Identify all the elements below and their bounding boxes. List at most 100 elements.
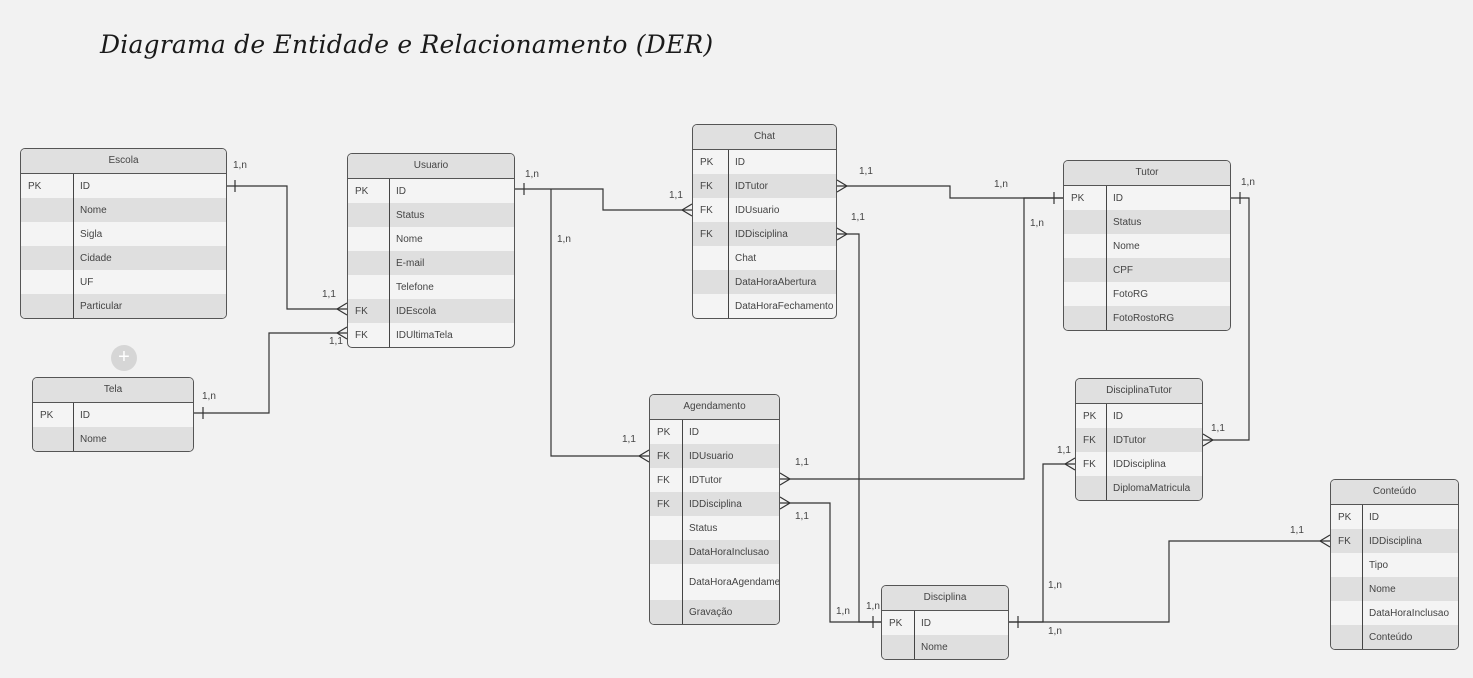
field-name: IDDisciplina — [689, 498, 742, 510]
field-name: FotoRG — [1113, 288, 1149, 300]
field-row[interactable]: Tipo — [1331, 553, 1458, 577]
field-row[interactable]: Status — [348, 203, 514, 227]
field-row[interactable]: Nome — [1064, 234, 1230, 258]
field-row[interactable]: CPF — [1064, 258, 1230, 282]
crow-chat-idusuario — [681, 203, 693, 217]
field-name: Tipo — [1369, 559, 1389, 571]
column-divider — [1106, 404, 1107, 500]
cardinality-label: 1,n — [994, 179, 1008, 190]
field-row[interactable]: DataHoraFechamento — [693, 294, 836, 318]
field-row[interactable]: PK ID — [1331, 505, 1458, 529]
rel-agendamento-tutor — [780, 197, 1063, 480]
field-row[interactable]: Status — [650, 516, 779, 540]
field-key: FK — [657, 450, 670, 462]
field-name: IDUsuario — [735, 204, 780, 216]
entity-title: Usuario — [348, 154, 514, 179]
field-row[interactable]: FotoRostoRG — [1064, 306, 1230, 330]
cardinality-label: 1,n — [836, 606, 850, 617]
field-name: CPF — [1113, 264, 1133, 276]
field-name: Nome — [396, 233, 423, 245]
field-row[interactable]: Particular — [21, 294, 226, 318]
field-row[interactable]: Cidade — [21, 246, 226, 270]
field-row[interactable]: DataHoraAgendamento — [650, 564, 779, 600]
field-row[interactable]: DataHoraInclusao — [650, 540, 779, 564]
field-row[interactable]: UF — [21, 270, 226, 294]
field-row[interactable]: DataHoraAbertura — [693, 270, 836, 294]
cardinality-label: 1,1 — [795, 457, 809, 468]
entity-title: DisciplinaTutor — [1076, 379, 1202, 404]
field-row[interactable]: Gravação — [650, 600, 779, 624]
field-row[interactable]: Telefone — [348, 275, 514, 299]
field-row[interactable]: Conteúdo — [1331, 625, 1458, 649]
field-name: ID — [735, 156, 745, 168]
field-row[interactable]: DataHoraInclusao — [1331, 601, 1458, 625]
field-name: ID — [396, 185, 406, 197]
column-divider — [914, 611, 915, 659]
field-name: Conteúdo — [1369, 631, 1413, 643]
rel-usuario-agendamento — [550, 189, 649, 457]
field-name: UF — [80, 276, 94, 288]
field-row[interactable]: Nome — [33, 427, 193, 451]
field-row[interactable]: Nome — [1331, 577, 1458, 601]
field-key: PK — [355, 185, 369, 197]
cardinality-label: 1,1 — [795, 511, 809, 522]
crow-usuario-idultimatela — [336, 326, 348, 340]
field-row[interactable]: E-mail — [348, 251, 514, 275]
field-key: PK — [1338, 511, 1352, 523]
field-name: ID — [80, 409, 90, 421]
field-row[interactable]: PK ID — [348, 179, 514, 203]
add-icon[interactable]: + — [111, 345, 137, 371]
field-name: Status — [689, 522, 718, 534]
field-row[interactable]: Chat — [693, 246, 836, 270]
column-divider — [389, 179, 390, 347]
field-row[interactable]: FotoRG — [1064, 282, 1230, 306]
field-name: DataHoraFechamento — [735, 300, 834, 312]
field-key: FK — [355, 329, 368, 341]
cardinality-label: 1,n — [1241, 177, 1255, 188]
field-row[interactable]: Sigla — [21, 222, 226, 246]
field-row[interactable]: Nome — [348, 227, 514, 251]
cardinality-label: 1,1 — [1211, 423, 1225, 434]
field-key: FK — [700, 228, 713, 240]
field-row[interactable]: Nome — [21, 198, 226, 222]
field-key: FK — [700, 180, 713, 192]
field-name: Nome — [80, 433, 107, 445]
field-name: IDDisciplina — [1113, 458, 1166, 470]
rel-agendamento-disciplina — [780, 502, 881, 623]
field-name: IDTutor — [1113, 434, 1146, 446]
field-row[interactable]: Status — [1064, 210, 1230, 234]
field-name: Nome — [80, 204, 107, 216]
field-row[interactable]: Nome — [882, 635, 1008, 659]
field-name: Status — [396, 209, 425, 221]
field-name: ID — [1369, 511, 1379, 523]
field-row[interactable]: DiplomaMatricula — [1076, 476, 1202, 500]
